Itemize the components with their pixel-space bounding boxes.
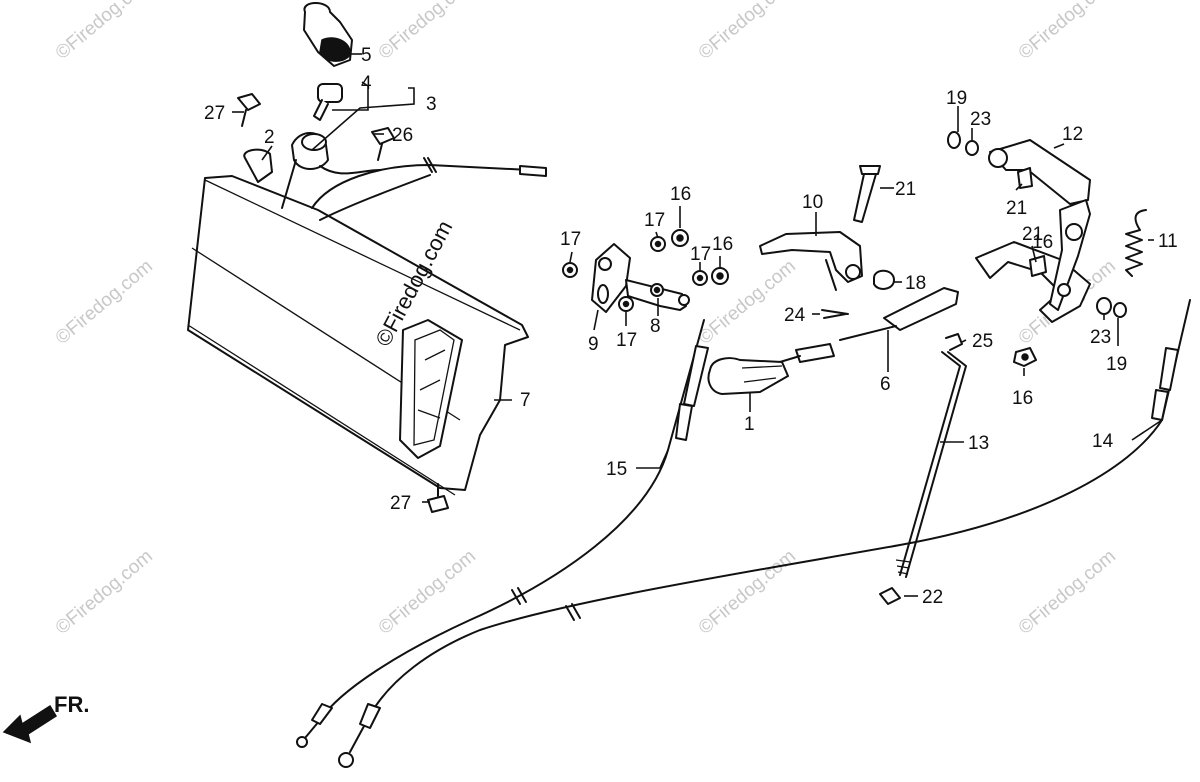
nut — [1013, 347, 1037, 367]
key — [313, 83, 343, 121]
watermark: ©Firedog.com — [695, 256, 800, 349]
watermark: ©Firedog.com — [375, 546, 480, 639]
callout-label: 18 — [905, 273, 926, 294]
callout-label: 11 — [1158, 231, 1178, 252]
bolt — [237, 93, 261, 127]
nut — [618, 296, 634, 312]
callout-label: 17 — [560, 229, 581, 250]
bracket — [591, 243, 690, 313]
callout-labels: 5 4 3 27 2 26 7 27 17 9 17 16 17 16 17 8… — [204, 45, 1178, 608]
watermark: ©Firedog.com — [1015, 0, 1120, 64]
watermark: ©Firedog.com — [695, 546, 800, 639]
callout-label: 19 — [1106, 354, 1127, 375]
bolt — [371, 127, 395, 161]
callout-label: 23 — [1090, 327, 1111, 348]
callout-label: 25 — [972, 331, 993, 352]
watermark: ©Firedog.com — [52, 546, 157, 639]
callout-label: 14 — [1092, 431, 1114, 452]
nut — [562, 262, 578, 278]
washer — [947, 131, 979, 156]
bolt — [427, 483, 449, 513]
switch-cable — [311, 164, 531, 209]
callout-label: 16 — [1012, 388, 1033, 409]
callout-label: 16 — [712, 234, 733, 255]
leader-lines — [232, 53, 1163, 597]
nut — [879, 587, 901, 605]
callout-label: 2 — [264, 127, 275, 148]
arrow-icon — [2, 704, 58, 744]
clip — [945, 333, 963, 351]
shift-knob — [707, 357, 789, 395]
callout-label: 21 — [895, 179, 916, 200]
shift-rod — [779, 287, 959, 363]
bellcrank-bracket — [975, 139, 1091, 323]
callout-label: 22 — [922, 587, 943, 608]
shift-bracket — [759, 231, 863, 291]
nut — [671, 229, 689, 247]
callout-label: 26 — [392, 125, 413, 146]
watermark: ©Firedog.com — [375, 0, 480, 64]
callout-label: 17 — [690, 244, 711, 265]
callout-label: 5 — [361, 45, 372, 66]
callout-label: 13 — [968, 433, 989, 454]
callout-label: 4 — [361, 73, 372, 94]
callout-label: 23 — [970, 109, 991, 130]
callout-label: 6 — [880, 374, 891, 395]
nut — [650, 236, 666, 252]
ignition-switch — [281, 132, 381, 209]
cable-14 — [338, 299, 1191, 768]
callout-label: 15 — [606, 459, 627, 480]
front-direction-indicator: FR. — [2, 692, 89, 744]
callout-label: 12 — [1062, 124, 1083, 145]
callout-label: 21 — [1006, 198, 1027, 219]
callout-label: 3 — [426, 94, 437, 115]
washer — [1096, 297, 1127, 318]
cotter-pin — [821, 309, 849, 319]
callout-label: 16 — [670, 184, 691, 205]
key-cap — [303, 2, 353, 67]
callout-label: 16 — [1032, 232, 1053, 253]
callout-label: 21 — [1022, 224, 1043, 245]
callout-label: 1 — [744, 414, 755, 435]
cable-15 — [296, 319, 709, 748]
clamp — [243, 148, 273, 183]
callout-label: 9 — [588, 334, 599, 355]
watermark: ©Firedog.com — [1015, 546, 1120, 639]
watermark: ©Firedog.com — [695, 0, 800, 64]
watermark: ©Firedog.com — [52, 0, 157, 64]
nut — [692, 270, 708, 286]
callout-label: 10 — [802, 192, 823, 213]
callout-label: 27 — [390, 493, 411, 514]
front-panel: ©Firedog.com — [187, 175, 529, 496]
callout-label: 27 — [204, 103, 225, 124]
direction-label: FR. — [54, 692, 89, 717]
watermark: ©Firedog.com — [52, 256, 157, 349]
control-rod — [895, 351, 967, 578]
callout-label: 17 — [616, 330, 637, 351]
spring — [1125, 209, 1147, 277]
callout-label: 17 — [644, 210, 665, 231]
callout-label: 19 — [946, 88, 967, 109]
bushing — [873, 269, 895, 290]
callout-label: 7 — [520, 390, 531, 411]
callout-label: 8 — [650, 316, 661, 337]
nut — [711, 267, 729, 285]
nut — [650, 283, 664, 297]
callout-label: 24 — [784, 305, 806, 326]
pin — [853, 165, 881, 223]
